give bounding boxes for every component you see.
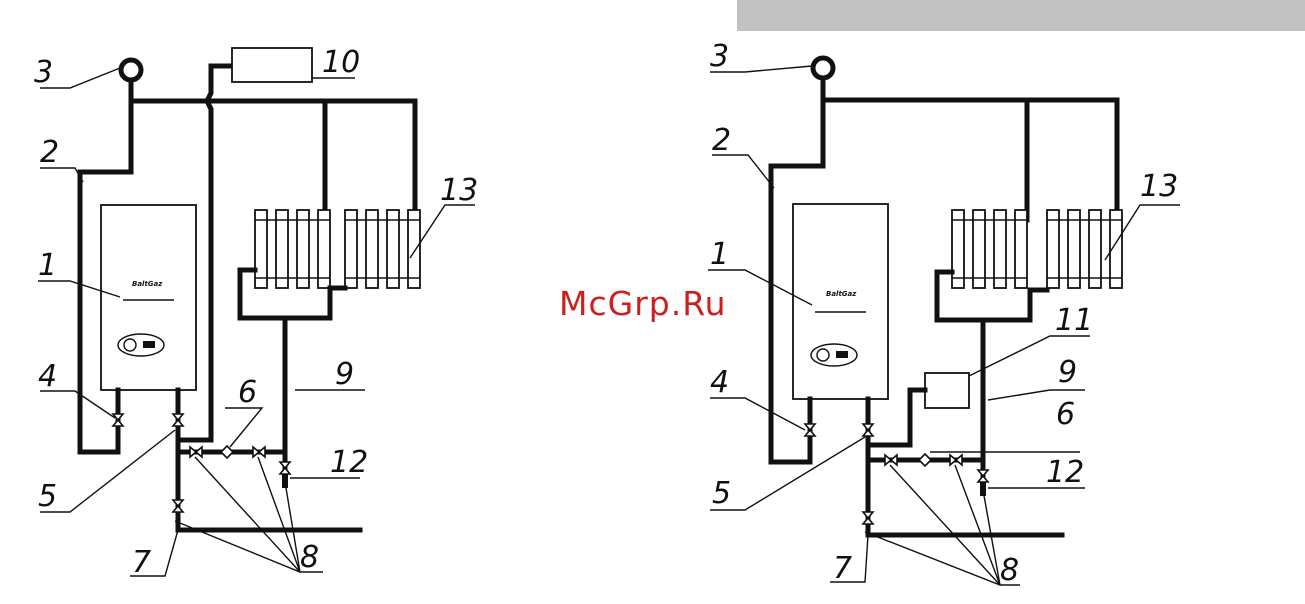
label-1-left: 1 [38, 248, 57, 283]
tank-10-left [232, 48, 312, 82]
boiler-knob-left [124, 339, 136, 351]
boiler-1-left [101, 205, 196, 390]
label-6-left: 6 [238, 375, 257, 410]
label-6-right: 6 [1056, 397, 1075, 432]
label-8-left: 8 [300, 540, 319, 575]
radiator-a-left [255, 210, 330, 288]
valves-left [113, 414, 290, 512]
watermark-text: McGrp.Ru [559, 284, 727, 323]
right-scheme: BaltGaz [708, 39, 1180, 588]
label-7-left: 7 [132, 545, 151, 580]
boiler-connections-left [118, 390, 178, 420]
label-5-left: 5 [38, 479, 57, 514]
label-8-right: 8 [1000, 553, 1019, 588]
label-2-right: 2 [712, 123, 731, 158]
label-10-left: 10 [322, 45, 360, 80]
left-scheme: BaltGaz [34, 45, 478, 580]
leader-lines-right [708, 66, 1180, 585]
label-13-right: 13 [1140, 169, 1178, 204]
supply-main-left [131, 80, 415, 225]
label-4-left: 4 [38, 359, 57, 394]
label-9-left: 9 [335, 357, 354, 392]
valves-right [805, 424, 988, 524]
label-4-right: 4 [710, 365, 729, 400]
label-3-right: 3 [710, 39, 729, 74]
boiler-1-right [793, 204, 888, 399]
device-11-right [925, 373, 969, 408]
label-12-left: 12 [330, 445, 368, 480]
boiler-display-left [143, 341, 155, 348]
label-13-left: 13 [440, 173, 478, 208]
label-1-right: 1 [710, 237, 729, 272]
label-12-right: 12 [1046, 455, 1084, 490]
boiler-brand-left: BaltGaz [132, 280, 163, 288]
supply-main-right [823, 78, 1117, 225]
boiler-connections-right [810, 399, 868, 430]
radiator-b-right [1047, 210, 1122, 288]
feed-line-right [868, 460, 1062, 535]
label-11-right: 11 [1055, 303, 1093, 338]
boiler-knob-right [817, 349, 829, 361]
label-3-left: 3 [34, 55, 53, 90]
label-9-right: 9 [1058, 355, 1077, 390]
expansion-tank-3-right [813, 58, 833, 78]
label-7-right: 7 [833, 551, 852, 586]
expansion-tank-3-left [121, 60, 141, 80]
label-2-left: 2 [40, 135, 59, 170]
radiator-b-left [345, 210, 420, 288]
label-5-right: 5 [712, 476, 731, 511]
boiler-display-right [836, 351, 848, 358]
radiator-a-right [952, 210, 1027, 288]
labels-right: 3 2 1 4 5 6 7 8 9 11 12 13 [710, 39, 1178, 588]
boiler-brand-right: BaltGaz [826, 290, 857, 298]
